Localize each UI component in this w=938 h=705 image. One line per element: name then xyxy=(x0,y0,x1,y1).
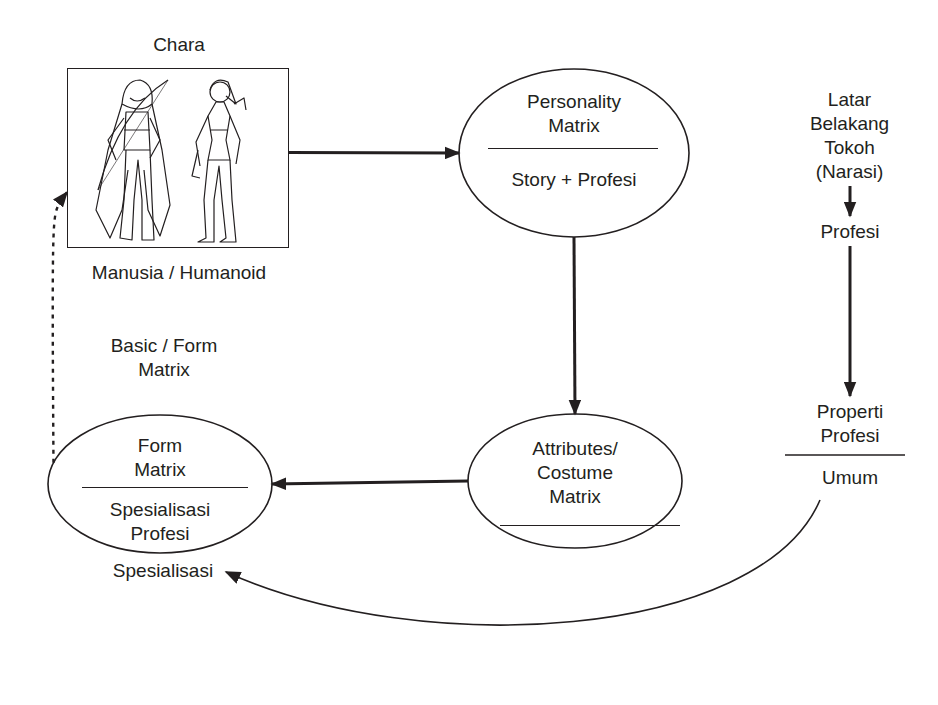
matrix-ellipse: Form MatrixSpesialisasi Profesi xyxy=(47,414,273,554)
flow-label: Umum xyxy=(800,466,900,490)
leg-sketch xyxy=(120,150,154,240)
character-box: CharaManusia / Humanoid xyxy=(67,68,289,248)
flow-label: Properti Profesi xyxy=(800,400,900,448)
flow-label: Latar Belakang Tokoh (Narasi) xyxy=(802,88,897,184)
node-title: Personality Matrix xyxy=(514,90,634,138)
node-title: Chara xyxy=(68,33,290,57)
arm-sketch xyxy=(196,116,240,166)
flow-arrow xyxy=(849,186,852,216)
node-subtitle: Story + Profesi xyxy=(474,168,674,192)
node-title: Attributes/ Costume Matrix xyxy=(515,437,635,509)
divider-line xyxy=(785,454,905,456)
ellipse-shape xyxy=(459,69,689,237)
flow-label: Profesi xyxy=(800,220,900,244)
matrix-ellipse: Attributes/ Costume Matrix xyxy=(467,413,683,549)
body-sketch xyxy=(208,102,230,160)
divider-line xyxy=(500,525,680,526)
bow-sketch xyxy=(98,80,168,190)
leg-sketch xyxy=(198,160,236,242)
character-illustration xyxy=(96,80,246,242)
arm-sketch xyxy=(108,118,160,160)
flow-arrow xyxy=(272,481,468,484)
divider-line xyxy=(488,148,658,149)
hair-sketch xyxy=(210,80,236,104)
matrix-ellipse: Personality MatrixStory + Profesi xyxy=(458,68,690,238)
hood-sketch xyxy=(122,80,152,109)
node-subtitle: Manusia / Humanoid xyxy=(48,261,310,285)
bow-string xyxy=(98,80,168,190)
node-title: Form Matrix xyxy=(115,434,205,482)
node-subtitle: Spesialisasi Profesi xyxy=(102,498,218,546)
edge-label: Basic / Form Matrix xyxy=(108,334,220,382)
flow-arrow xyxy=(849,246,852,396)
dotted-arrow xyxy=(53,192,67,462)
face-sketch xyxy=(130,98,145,101)
flow-label: Spesialisasi xyxy=(98,559,228,583)
ellipse-shape xyxy=(468,414,682,548)
divider-line xyxy=(82,487,248,488)
gear-sketch xyxy=(192,98,246,178)
flow-arrow xyxy=(574,237,575,414)
torso-sketch xyxy=(124,112,150,150)
flow-arrow xyxy=(289,151,459,154)
ellipse-shape xyxy=(48,415,272,553)
head-sketch xyxy=(210,82,230,102)
